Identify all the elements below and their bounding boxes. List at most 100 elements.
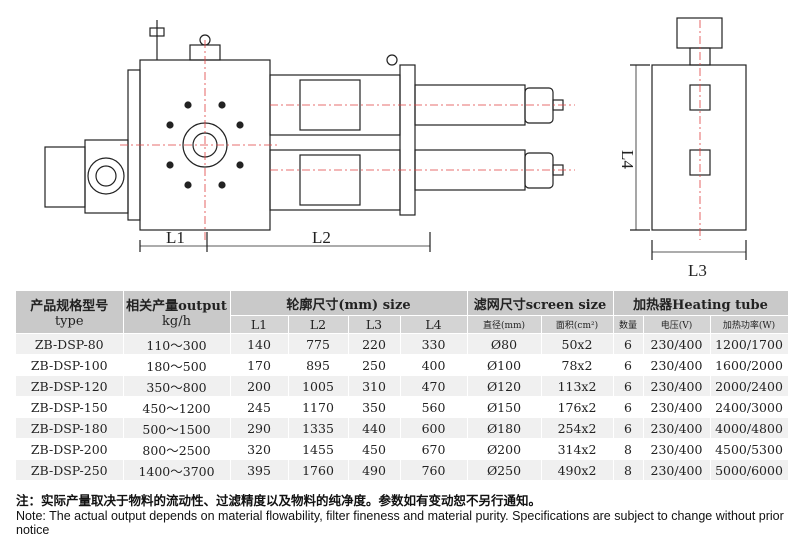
technical-drawing: L1 L2 L3 L4 <box>44 17 747 280</box>
table-cell: 1760 <box>288 459 349 481</box>
table-cell: 78x2 <box>541 354 614 376</box>
dim-l4: L4 <box>618 150 637 169</box>
header-screen: 滤网尺寸screen size <box>467 291 614 316</box>
table-cell: ZB-DSP-150 <box>16 396 124 418</box>
table-cell: 176x2 <box>541 396 614 418</box>
table-cell: 4500/5300 <box>710 438 789 460</box>
note-en: Note: The actual output depends on mater… <box>16 509 784 537</box>
side-view <box>651 64 747 231</box>
table-cell: 775 <box>288 333 349 355</box>
table-cell: 6 <box>613 375 644 397</box>
table-cell: 113x2 <box>541 375 614 397</box>
table-cell: 290 <box>230 417 289 439</box>
table-cell: ZB-DSP-180 <box>16 417 124 439</box>
dim-l2: L2 <box>312 228 331 247</box>
table-cell: 1455 <box>288 438 349 460</box>
table-cell: 1170 <box>288 396 349 418</box>
table-cell: 310 <box>348 375 401 397</box>
subheader-cell: L3 <box>348 315 401 334</box>
subheader-cell: 加热功率(W) <box>710 315 789 334</box>
table-cell: 600 <box>400 417 468 439</box>
subheader-cell: L1 <box>230 315 289 334</box>
subheader-cell: L2 <box>288 315 349 334</box>
subheader-cell: 数量 <box>613 315 644 334</box>
table-cell: Ø80 <box>467 333 542 355</box>
table-cell: 314x2 <box>541 438 614 460</box>
table-cell: 170 <box>230 354 289 376</box>
table-cell: 450～1200 <box>123 396 231 418</box>
table-cell: 220 <box>348 333 401 355</box>
table-cell: 450 <box>348 438 401 460</box>
dim-l1: L1 <box>166 228 185 247</box>
table-cell: 1600/2000 <box>710 354 789 376</box>
table-cell: 230/400 <box>643 396 711 418</box>
table-cell: 800～2500 <box>123 438 231 460</box>
table-cell: Ø150 <box>467 396 542 418</box>
table-cell: 245 <box>230 396 289 418</box>
table-cell: 2400/3000 <box>710 396 789 418</box>
table-cell: 5000/6000 <box>710 459 789 481</box>
table-cell: ZB-DSP-100 <box>16 354 124 376</box>
table-cell: 4000/4800 <box>710 417 789 439</box>
table-cell: Ø250 <box>467 459 542 481</box>
table-cell: 320 <box>230 438 289 460</box>
table-cell: Ø120 <box>467 375 542 397</box>
table-cell: 350 <box>348 396 401 418</box>
table-cell: 230/400 <box>643 375 711 397</box>
table-cell: 895 <box>288 354 349 376</box>
dim-l3: L3 <box>688 261 707 280</box>
table-cell: 490 <box>348 459 401 481</box>
table-cell: 1400～3700 <box>123 459 231 481</box>
table-cell: Ø180 <box>467 417 542 439</box>
table-cell: 230/400 <box>643 333 711 355</box>
table-cell: 1005 <box>288 375 349 397</box>
table-cell: Ø200 <box>467 438 542 460</box>
header-heating: 加热器Heating tube <box>613 291 789 316</box>
table-cell: 8 <box>613 459 644 481</box>
table-cell: 110～300 <box>123 333 231 355</box>
table-cell: 2000/2400 <box>710 375 789 397</box>
table-cell: 6 <box>613 354 644 376</box>
subheader-cell: 电压(V) <box>643 315 711 334</box>
table-cell: 230/400 <box>643 417 711 439</box>
header-size: 轮廓尺寸(mm) size <box>230 291 468 316</box>
table-cell: 440 <box>348 417 401 439</box>
table-cell: 350～800 <box>123 375 231 397</box>
table-cell: 6 <box>613 417 644 439</box>
subheader-cell: 面积(cm²) <box>541 315 614 334</box>
table-cell: 200 <box>230 375 289 397</box>
table-cell: 670 <box>400 438 468 460</box>
table-cell: 6 <box>613 333 644 355</box>
table-cell: 500～1500 <box>123 417 231 439</box>
table-cell: 180～500 <box>123 354 231 376</box>
table-cell: Ø100 <box>467 354 542 376</box>
table-cell: 6 <box>613 396 644 418</box>
table-cell: 140 <box>230 333 289 355</box>
table-cell: 50x2 <box>541 333 614 355</box>
table-cell: 250 <box>348 354 401 376</box>
subheader-cell: L4 <box>400 315 468 334</box>
table-cell: 230/400 <box>643 438 711 460</box>
table-cell: 1200/1700 <box>710 333 789 355</box>
table-cell: 395 <box>230 459 289 481</box>
subheader-cell: 直径(mm) <box>467 315 542 334</box>
table-cell: 760 <box>400 459 468 481</box>
table-cell: 8 <box>613 438 644 460</box>
table-cell: ZB-DSP-200 <box>16 438 124 460</box>
table-cell: ZB-DSP-250 <box>16 459 124 481</box>
table-cell: 470 <box>400 375 468 397</box>
table-cell: 400 <box>400 354 468 376</box>
table-cell: ZB-DSP-80 <box>16 333 124 355</box>
table-cell: 1335 <box>288 417 349 439</box>
table-cell: ZB-DSP-120 <box>16 375 124 397</box>
